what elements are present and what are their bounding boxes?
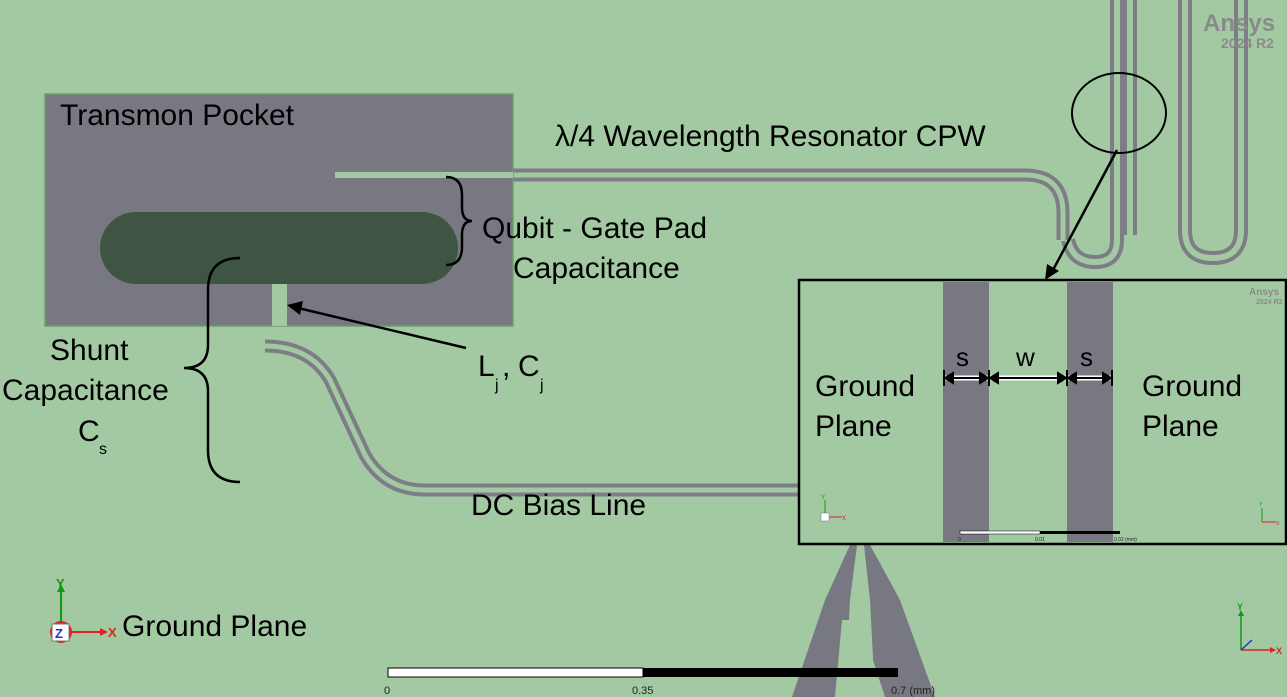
axis-small-y-label: Y [1237,602,1243,612]
axis-z-label: Z [55,626,63,641]
ground-plane-label: Ground Plane [122,610,307,643]
scale-tick-1: 0.35 [632,685,653,697]
gate-pad-label-line1: Qubit - Gate Pad [482,212,707,245]
ansys-logo: Ansys [1203,10,1275,37]
inset-left-ground-line2: Plane [815,410,892,443]
shunt-line1: Shunt [50,334,129,367]
shunt-brace [183,256,241,484]
scale-tick-2: 0.7 (mm) [891,685,935,697]
zoom-callout-ellipse [1071,72,1167,154]
scale-bar: 0 0.35 0.7 (mm) [384,667,935,697]
junction-sep: , [502,350,510,383]
gate-pad-brace [445,175,473,267]
inset-right-ground-line1: Ground [1142,370,1242,403]
inset-ansys-version: 2024 R2 [1256,299,1283,306]
transmon-pocket-label: Transmon Pocket [60,99,295,132]
dc-bias-line [264,339,800,497]
zoom-callout-arrow [1045,149,1119,280]
gate-pad-label-line2: Capacitance [513,252,680,285]
shunt-C: C [78,415,100,448]
dimension-arrows [943,370,1113,386]
inset-axis-y: Y [821,495,825,501]
inset-left-ground-line1: Ground [815,370,915,403]
inset-small-axis-y: Y [1259,502,1263,508]
junction-arrow [287,301,467,350]
junction-C-sub: j [539,377,544,394]
inset-gap-right [1067,282,1113,542]
junction-C: C [518,350,540,383]
shunt-line2: Capacitance [2,374,169,407]
meander-resonator [1061,0,1248,270]
inset-scale-tick-2: 0.02 (mm) [1114,537,1137,543]
transmon-pocket [44,93,514,327]
resonator-label: λ/4 Wavelength Resonator CPW [555,120,986,153]
inset-gap-left [943,282,989,542]
junction-L: L [478,350,495,383]
inset-scale-bar: 0 0.01 0.02 (mm) [958,530,1137,543]
junction-lead [272,284,287,326]
inset-axis-x: X [842,516,846,522]
junction-L-sub: j [494,377,499,394]
ansys-version: 2024 R2 [1221,35,1274,51]
inset-gap-s-left: s [956,342,969,372]
inset-right-ground-line2: Plane [1142,410,1219,443]
inset-gap-s-right: s [1080,342,1093,372]
axis-x-label: X [108,625,117,640]
feed-taper [792,545,935,697]
inset-scale-tick-0: 0 [958,537,961,543]
shunt-label: Shunt Capacitance C s [2,334,169,458]
inset-small-axis-x: X [1276,521,1280,527]
axis-triad-main: Z Y X [50,576,117,643]
shunt-C-sub: s [99,441,107,458]
resonator-cpw [512,168,1070,240]
axis-triad-small: Y X [1237,602,1282,656]
qubit-pad [100,212,458,284]
dc-bias-label: DC Bias Line [471,489,646,522]
scale-tick-0: 0 [384,685,390,697]
axis-small-x-label: X [1276,646,1282,656]
inset-panel: Ansys 2024 R2 Ground Plane Ground Plane … [797,278,1287,546]
inset-scale-tick-1: 0.01 [1035,537,1045,543]
inset-trace-w: w [1015,342,1035,372]
inset-axis-triad-left: Y X [820,495,846,522]
inset-ansys-logo: Ansys [1249,287,1279,298]
inset-axis-triad-right: Y X [1259,502,1280,527]
axis-y-label: Y [56,576,65,591]
junction-label: L j , C j [478,350,544,394]
